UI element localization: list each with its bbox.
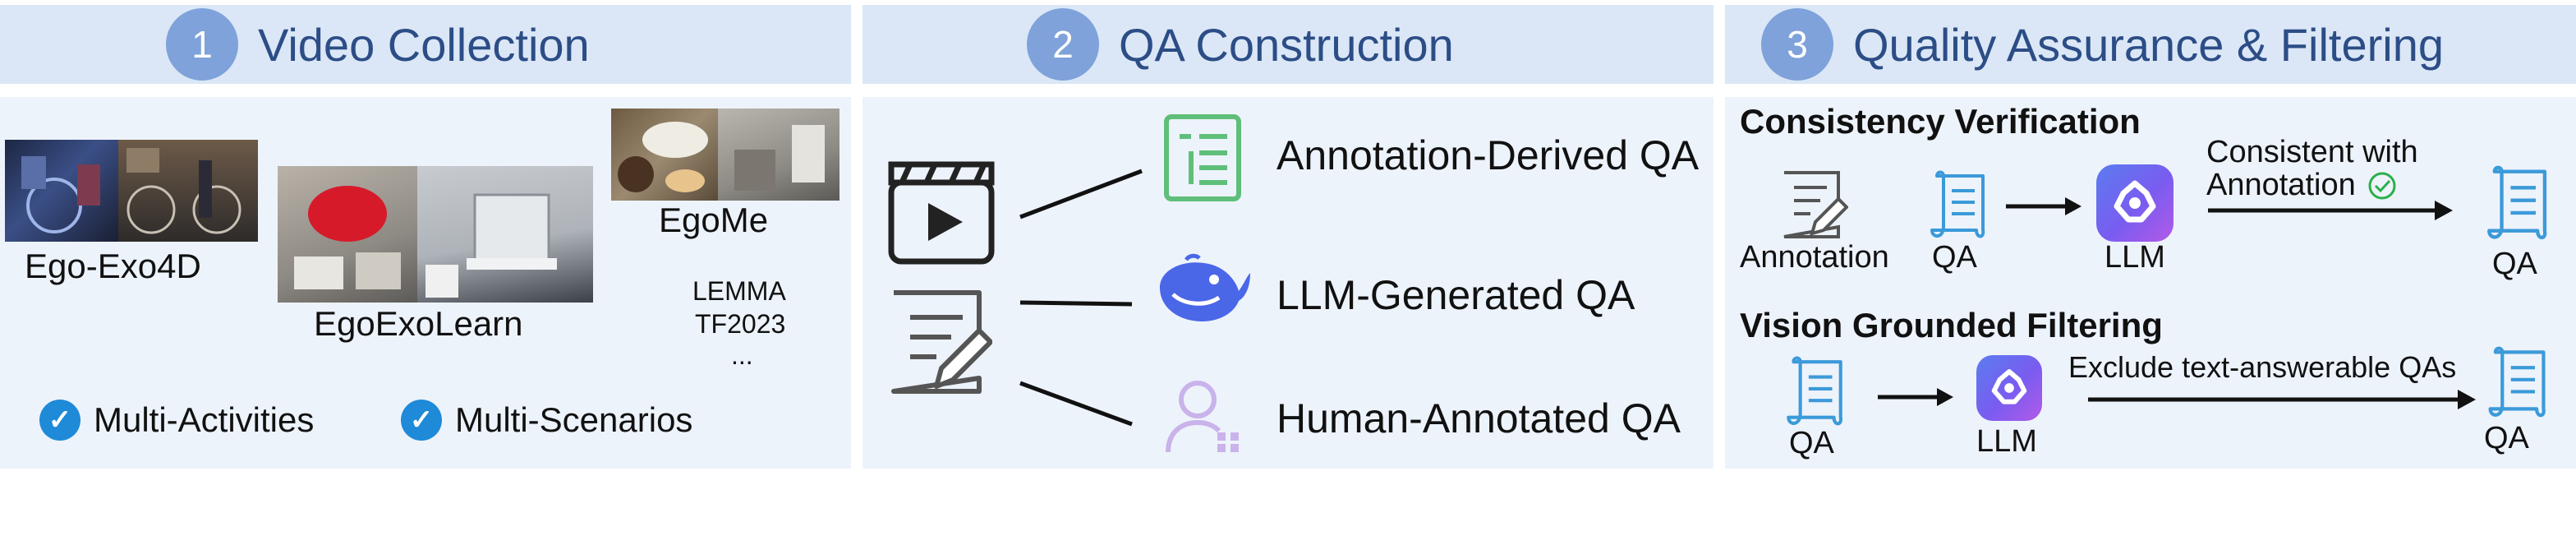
ego-exo4d-image-2	[118, 140, 258, 242]
vision-output-qa-label: QA	[2484, 421, 2529, 455]
kitchen-scene-icon	[734, 125, 825, 191]
step3-title: Quality Assurance & Filtering	[1853, 18, 2444, 71]
bike-repair-scene-icon	[21, 156, 100, 233]
egome-image-2	[718, 109, 840, 201]
egome-image-1	[611, 109, 718, 201]
consistency-verification-title: Consistency Verification	[1740, 102, 2141, 141]
step2-title: QA Construction	[1119, 18, 1454, 71]
scroll-document-icon	[2488, 346, 2546, 418]
arrow-qa-to-llm	[1878, 388, 1953, 406]
arrow-llm-to-qa	[2088, 390, 2476, 409]
step3-header: 3 Quality Assurance & Filtering	[1725, 5, 2576, 84]
annotation-icon	[891, 290, 992, 394]
check-icon: ✓	[39, 400, 80, 441]
lab-balance-scene-icon	[426, 193, 557, 298]
egoexolearn-image-2	[417, 166, 593, 303]
vision-filtering-title: Vision Grounded Filtering	[1740, 306, 2163, 344]
video-icon	[888, 161, 995, 265]
consistency-arrow-text-line2: Annotation	[2206, 168, 2356, 202]
vision-llm-label: LLM	[1976, 424, 2037, 459]
other-dataset-ellipsis: ...	[731, 340, 753, 370]
bike-shop-scene-icon	[126, 148, 242, 234]
feature-label: Multi-Scenarios	[455, 400, 693, 439]
consistency-annotation-label: Annotation	[1740, 240, 1889, 275]
consistency-arrow-text-line2-row: Annotation	[2206, 168, 2397, 203]
llm-logo-icon	[2096, 164, 2174, 242]
step3-number-badge: 3	[1761, 8, 1833, 81]
vision-qa-label: QA	[1789, 426, 1834, 460]
step2-header: 2 QA Construction	[862, 5, 1714, 84]
consistency-qa-label: QA	[1932, 240, 1977, 275]
other-dataset-lemma: LEMMA	[692, 276, 786, 306]
check-icon: ✓	[401, 400, 442, 441]
annotation-icon	[1783, 171, 1848, 238]
ego-exo4d-label: Ego-Exo4D	[25, 247, 201, 285]
consistency-arrow-text-line1: Consistent with	[2206, 135, 2418, 169]
consistency-llm-label: LLM	[2104, 240, 2165, 275]
scroll-document-icon	[1787, 356, 1843, 426]
whale-logo-icon	[1160, 253, 1250, 321]
qa-type-llm-generated: LLM-Generated QA	[1276, 272, 1635, 318]
consistency-output-qa-label: QA	[2492, 247, 2537, 281]
document-icon	[1164, 114, 1241, 201]
step2-panel	[862, 97, 1714, 469]
step2-number-badge: 2	[1027, 8, 1099, 81]
feature-multi-activities: ✓ Multi-Activities	[39, 400, 314, 441]
other-dataset-tf2023: TF2023	[695, 309, 786, 339]
feature-label: Multi-Activities	[94, 400, 315, 439]
cooking-scene-icon	[618, 122, 708, 192]
llm-star-icon	[1991, 369, 2027, 404]
human-icon	[1166, 381, 1239, 453]
step1-header: 1 Video Collection	[0, 5, 851, 84]
vision-arrow-text: Exclude text-answerable QAs	[2068, 350, 2457, 384]
step1-number-badge: 1	[166, 8, 238, 81]
check-circle-icon	[2368, 172, 2396, 199]
llm-star-icon	[2114, 180, 2156, 223]
qa-type-human-annotated: Human-Annotated QA	[1276, 395, 1681, 441]
egoexolearn-label: EgoExoLearn	[314, 304, 523, 343]
llm-logo-icon	[1976, 355, 2042, 421]
qa-type-annotation-derived: Annotation-Derived QA	[1276, 132, 1700, 178]
egome-label: EgoMe	[659, 201, 769, 239]
arrow-qa-to-llm	[2006, 197, 2082, 215]
ego-exo4d-image-1	[5, 140, 118, 242]
arrow-llm-to-qa	[2208, 201, 2453, 220]
step1-title: Video Collection	[258, 18, 590, 71]
lab-gloves-scene-icon	[294, 186, 401, 289]
connector-lines	[1019, 169, 1143, 427]
scroll-document-icon	[1930, 170, 1985, 238]
feature-multi-scenarios: ✓ Multi-Scenarios	[401, 400, 692, 441]
egoexolearn-image-1	[278, 166, 417, 303]
step3-panel	[1725, 97, 2576, 469]
scroll-document-icon	[2487, 165, 2547, 240]
